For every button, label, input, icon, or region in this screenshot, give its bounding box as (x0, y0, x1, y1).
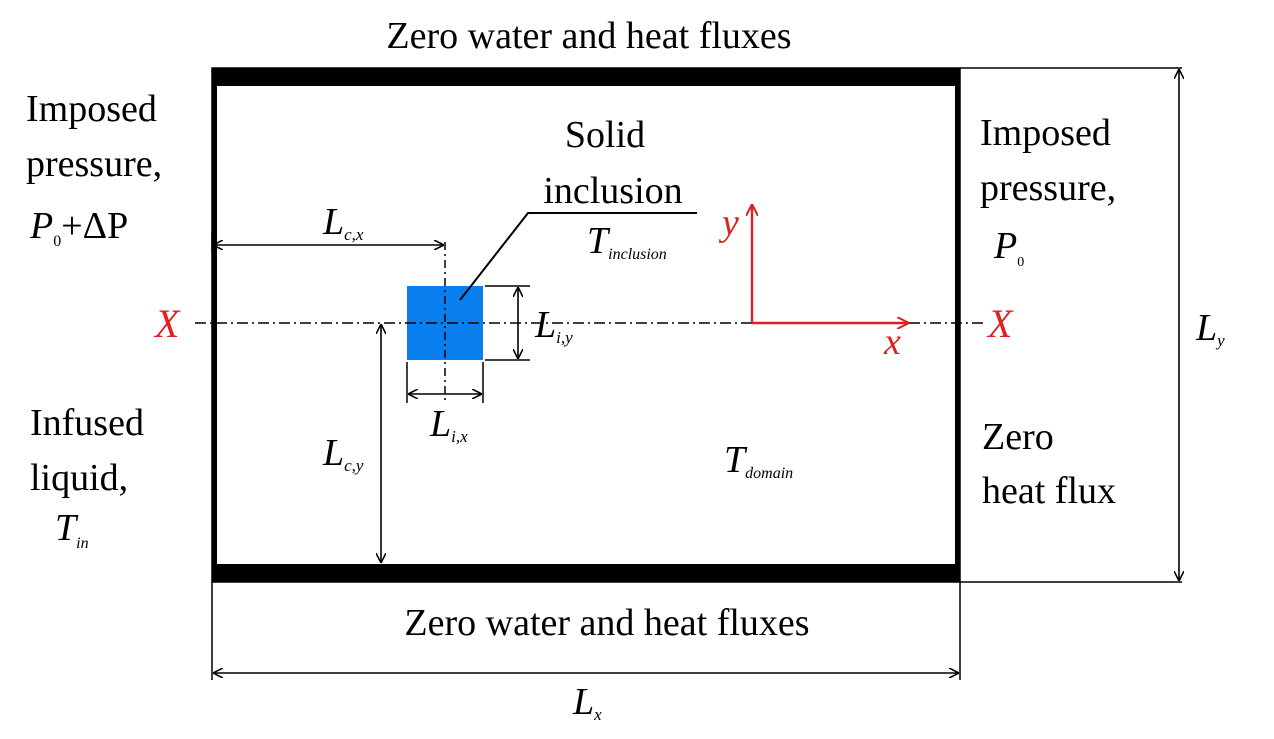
left-bottom-temp-symbol: Tin (55, 507, 89, 552)
inclusion-label-line1: Solid (565, 114, 645, 156)
lcx-label: Lc,x (322, 201, 364, 244)
right-bottom-line2: heat flux (982, 470, 1116, 512)
lix-label: Li,x (429, 403, 468, 446)
section-label-right: X (986, 301, 1014, 346)
left-top-line1: Imposed (26, 88, 157, 130)
right-bottom-line1: Zero (982, 416, 1054, 458)
top-boundary-label: Zero water and heat fluxes (386, 15, 791, 57)
left-top-pressure-symbol: P0+ΔP (29, 205, 128, 250)
left-top-line2: pressure, (26, 143, 162, 185)
liy-label: Li,y (534, 304, 573, 347)
left-bottom-line1: Infused (30, 402, 144, 444)
right-top-line1: Imposed (980, 112, 1111, 154)
inclusion-label-line2: inclusion (543, 170, 682, 212)
left-bottom-line2: liquid, (30, 457, 128, 499)
y-axis-label: y (718, 202, 739, 244)
bottom-boundary-label: Zero water and heat fluxes (404, 602, 809, 644)
lcy-label: Lc,y (322, 432, 364, 475)
ly-label: Ly (1195, 307, 1225, 350)
bottom-wall (212, 564, 960, 582)
inclusion-leader-line (459, 212, 697, 301)
right-top-line2: pressure, (980, 167, 1116, 209)
x-axis-label: x (883, 321, 901, 363)
domain-temperature: Tdomain (724, 439, 793, 482)
top-wall (212, 68, 960, 86)
inclusion-temperature: Tinclusion (587, 220, 667, 263)
section-label-left: X (153, 301, 181, 346)
lx-label: Lx (572, 681, 602, 724)
right-top-pressure-symbol: P0 (993, 225, 1024, 270)
